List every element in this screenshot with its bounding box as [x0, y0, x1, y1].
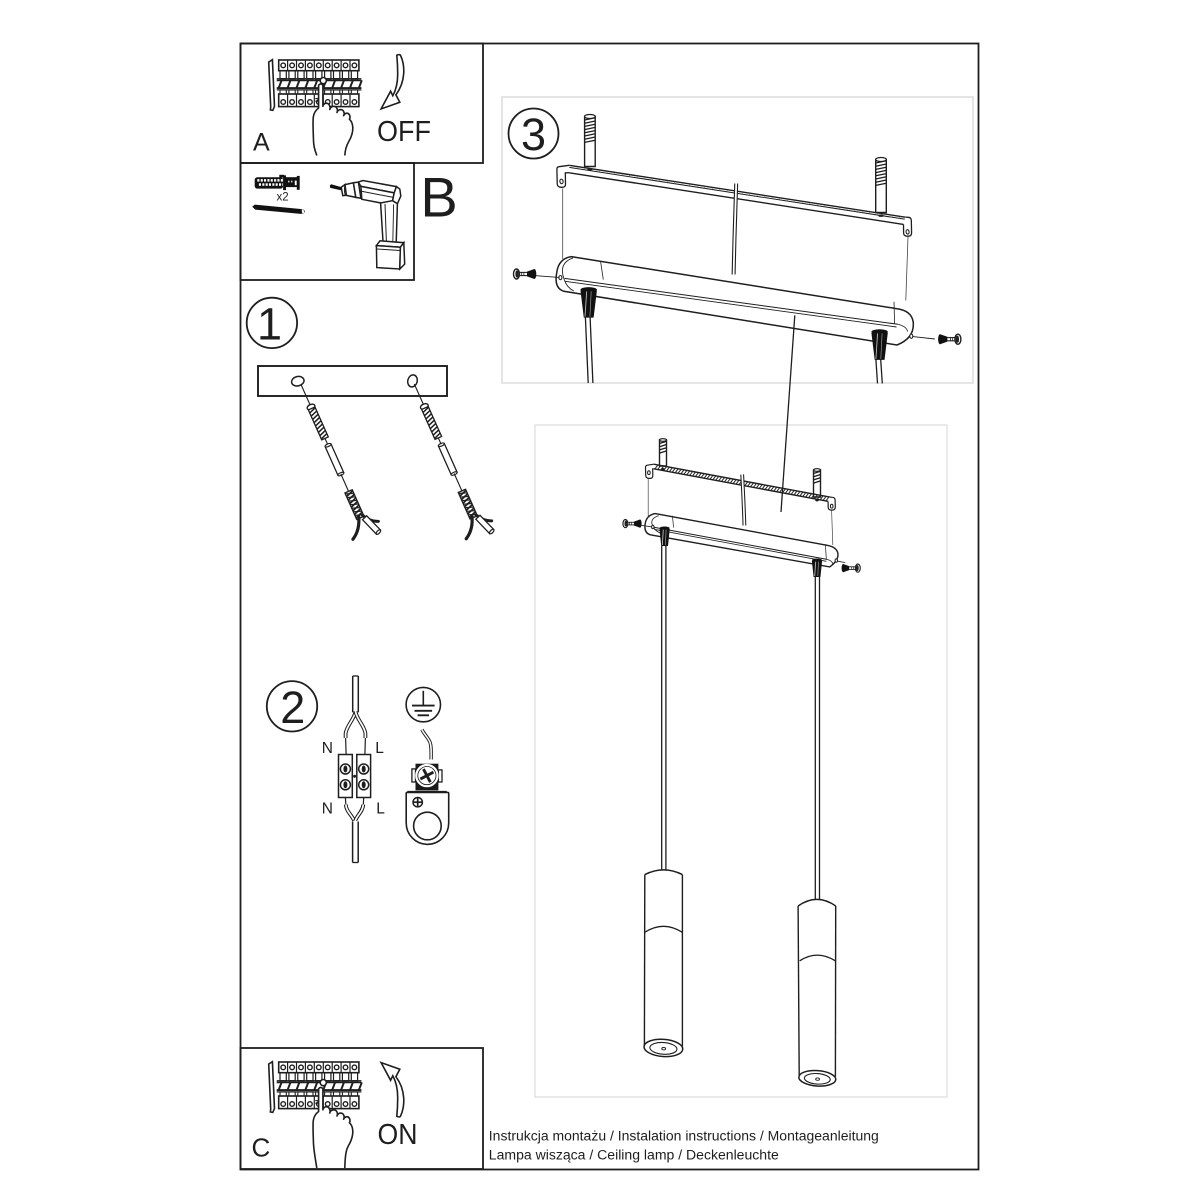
svg-text:B: B — [420, 166, 457, 229]
svg-text:1: 1 — [257, 299, 282, 350]
svg-text:N: N — [322, 800, 333, 817]
svg-text:C: C — [252, 1133, 271, 1163]
svg-text:x2: x2 — [277, 192, 289, 204]
svg-text:L: L — [375, 740, 384, 757]
svg-text:Instrukcja montażu / Instalati: Instrukcja montażu / Instalation instruc… — [489, 1128, 879, 1144]
svg-text:A: A — [253, 129, 270, 157]
svg-text:N: N — [322, 740, 333, 757]
svg-text:2: 2 — [280, 682, 305, 733]
svg-text:L: L — [376, 800, 385, 817]
svg-text:ON: ON — [378, 1119, 418, 1151]
svg-text:OFF: OFF — [377, 116, 431, 148]
svg-text:3: 3 — [521, 109, 546, 160]
svg-text:Lampa wisząca / Ceiling lamp /: Lampa wisząca / Ceiling lamp / Deckenleu… — [489, 1148, 779, 1164]
